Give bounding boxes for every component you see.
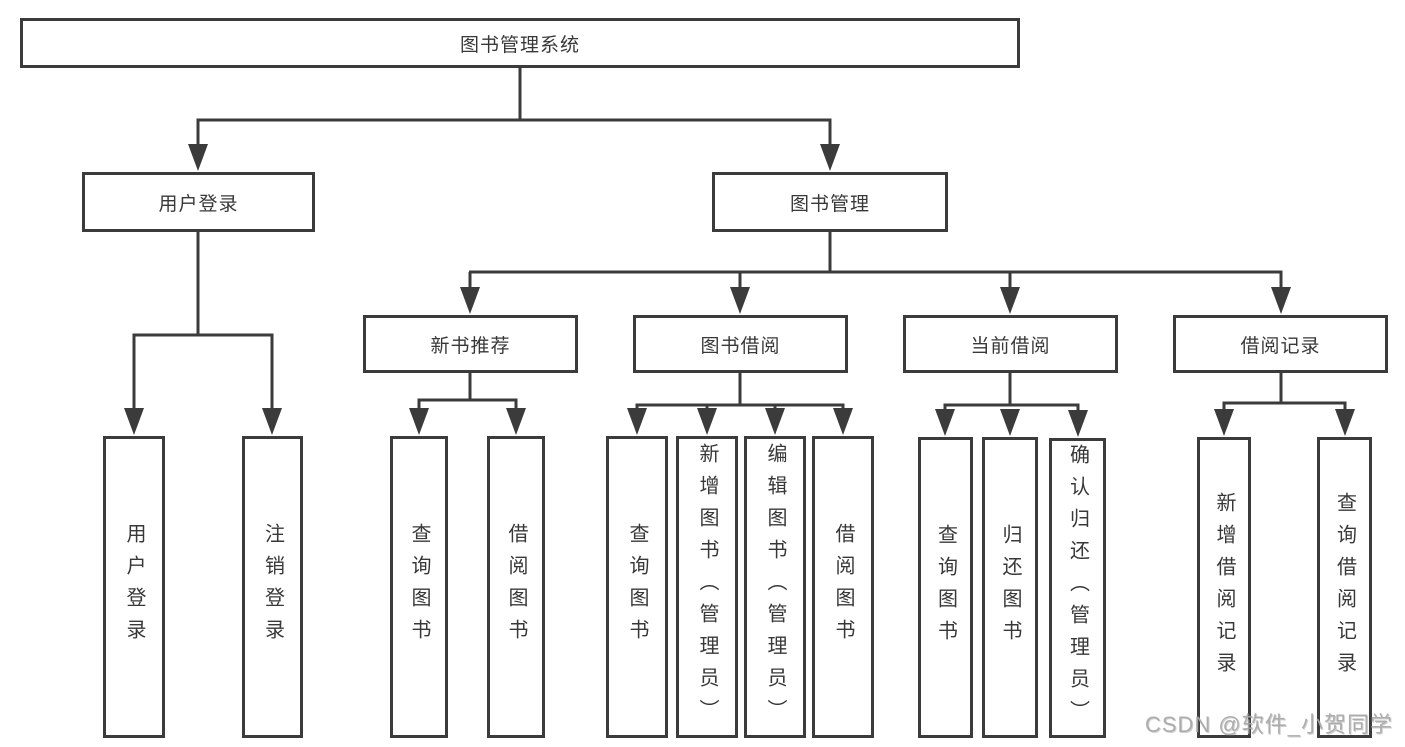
- leaf-borrow-books: 借阅图书: [812, 436, 874, 738]
- leaf-user-login-label: 用户登录: [123, 523, 145, 651]
- connector-segments: [132, 66, 1347, 412]
- node-book-management: 图书管理: [712, 172, 948, 232]
- leaf-borrow-books-label: 借阅图书: [832, 523, 854, 651]
- leaf-add-book-admin: 新增图书（管理员）: [676, 436, 738, 738]
- leaf-query-books-recommend-label: 查询图书: [408, 523, 430, 651]
- leaf-return-books-label: 归还图书: [999, 523, 1021, 652]
- leaf-borrow-books-recommend: 借阅图书: [487, 436, 545, 738]
- leaf-query-books-borrow-label: 查询图书: [626, 523, 648, 651]
- leaf-query-books-current: 查询图书: [918, 437, 973, 738]
- node-new-book-recommend: 新书推荐: [363, 315, 578, 373]
- leaf-logout-label: 注销登录: [261, 523, 284, 651]
- leaf-add-borrow-record: 新增借阅记录: [1197, 437, 1251, 738]
- connector-arrowheads: [124, 144, 1355, 437]
- leaf-borrow-books-recommend-label: 借阅图书: [505, 523, 527, 651]
- leaf-query-borrow-record-label: 查询借阅记录: [1333, 491, 1356, 684]
- leaf-query-books-recommend: 查询图书: [390, 436, 448, 738]
- node-book-borrow: 图书借阅: [633, 315, 848, 373]
- leaf-add-borrow-record-label: 新增借阅记录: [1213, 491, 1235, 684]
- leaf-query-books-borrow: 查询图书: [606, 436, 668, 738]
- node-user-login: 用户登录: [82, 172, 315, 232]
- node-borrow-records: 借阅记录: [1173, 315, 1388, 373]
- leaf-logout: 注销登录: [242, 436, 303, 738]
- leaf-return-books: 归还图书: [982, 437, 1038, 738]
- node-library-management-system: 图书管理系统: [20, 18, 1020, 68]
- node-current-borrow: 当前借阅: [903, 315, 1118, 373]
- leaf-add-book-admin-label: 新增图书（管理员）: [696, 443, 718, 731]
- leaf-user-login: 用户登录: [103, 436, 165, 738]
- leaf-confirm-return-admin-label: 确认归还（管理员）: [1066, 444, 1089, 732]
- leaf-edit-book-admin-label: 编辑图书（管理员）: [764, 443, 786, 731]
- leaf-query-books-current-label: 查询图书: [934, 523, 957, 652]
- leaf-edit-book-admin: 编辑图书（管理员）: [744, 436, 806, 738]
- leaf-query-borrow-record: 查询借阅记录: [1317, 437, 1372, 738]
- leaf-confirm-return-admin: 确认归还（管理员）: [1049, 438, 1106, 738]
- watermark: CSDN @软件_小贺同学: [1144, 712, 1393, 737]
